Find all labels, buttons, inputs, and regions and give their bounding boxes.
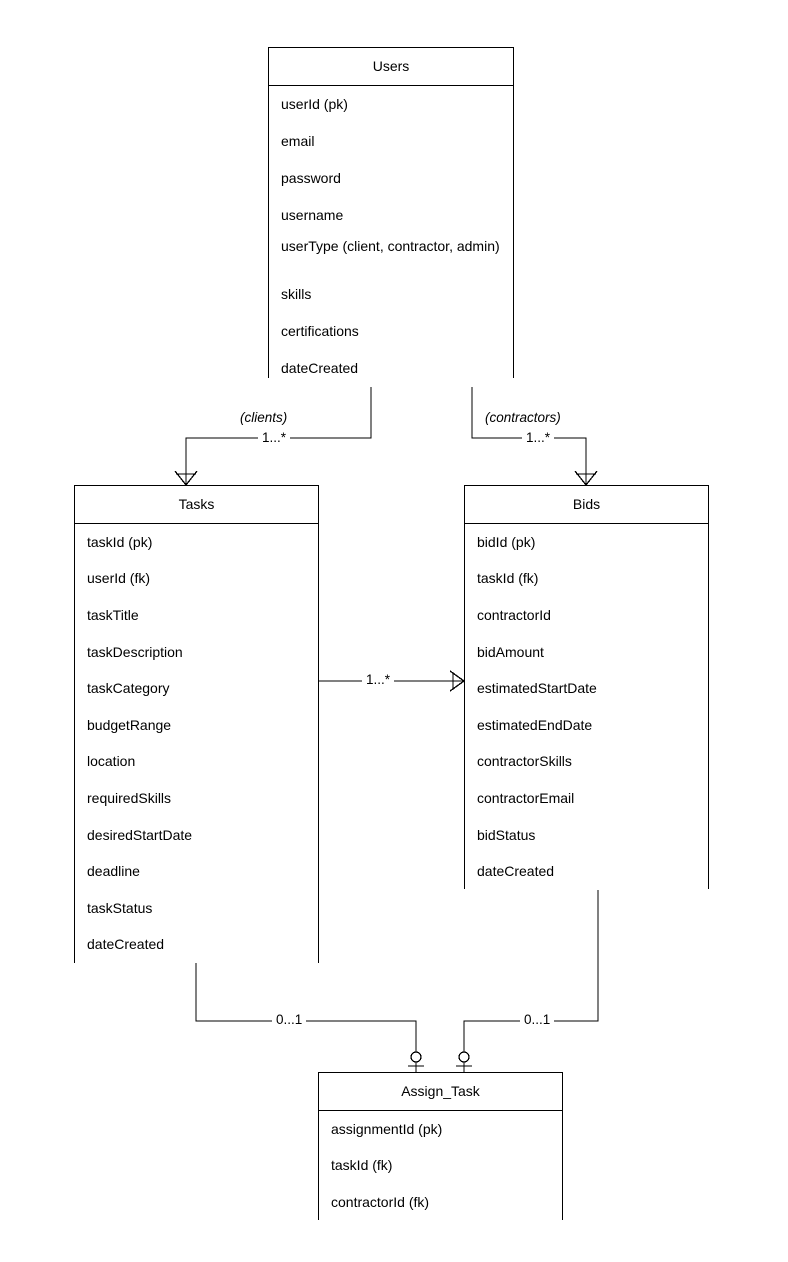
attribute-row: taskId (pk) bbox=[87, 533, 153, 550]
attribute-row: contractorSkills bbox=[477, 753, 572, 770]
attribute-row: password bbox=[281, 170, 341, 186]
relationship-cardinality-users-tasks: 1...* bbox=[258, 430, 291, 445]
attribute-row: bidId (pk) bbox=[477, 533, 536, 550]
zero-or-one-marker-tasks bbox=[408, 1051, 424, 1067]
attribute-row: taskTitle bbox=[87, 606, 139, 623]
relationship-cardinality-tasks-assign-task: 0...1 bbox=[272, 1012, 307, 1027]
attribute-row: certifications bbox=[281, 323, 359, 339]
attribute-row: userId (pk) bbox=[281, 96, 348, 112]
entity-users-title: Users bbox=[269, 48, 513, 86]
attribute-row: location bbox=[87, 753, 136, 770]
crowsfoot-bids-left bbox=[449, 670, 465, 692]
attribute-row: email bbox=[281, 133, 315, 149]
entity-users[interactable]: Users userId (pk) email password usernam… bbox=[268, 47, 514, 387]
connector-bids-assign-task bbox=[463, 889, 599, 1072]
entity-tasks-attributes: taskId (pk) userId (fk) taskTitle taskDe… bbox=[75, 524, 318, 964]
attribute-row: budgetRange bbox=[87, 716, 172, 733]
attribute-row: dateCreated bbox=[281, 360, 359, 376]
relationship-role-label-contractors: (contractors) bbox=[481, 410, 565, 425]
attribute-row: userId (fk) bbox=[87, 570, 151, 587]
relationship-cardinality-tasks-bids: 1...* bbox=[362, 672, 395, 687]
attribute-row: skills bbox=[281, 286, 312, 302]
attribute-row: desiredStartDate bbox=[87, 826, 193, 843]
entity-assign-task[interactable]: Assign_Task assignmentId (pk) taskId (fk… bbox=[318, 1072, 563, 1221]
attribute-row: username bbox=[281, 207, 344, 223]
crowsfoot-tasks bbox=[174, 470, 198, 486]
entity-bids[interactable]: Bids bidId (pk) taskId (fk) contractorId… bbox=[464, 485, 709, 890]
attribute-row: taskStatus bbox=[87, 899, 153, 916]
relationship-role-label-clients: (clients) bbox=[236, 410, 292, 425]
entity-tasks-title: Tasks bbox=[75, 486, 318, 524]
relationship-cardinality-users-bids: 1...* bbox=[522, 430, 555, 445]
attribute-row: bidStatus bbox=[477, 826, 536, 843]
attribute-row: taskCategory bbox=[87, 680, 170, 697]
crowsfoot-bids-top bbox=[574, 470, 598, 486]
zero-or-one-marker-bids bbox=[456, 1051, 472, 1067]
entity-bids-title: Bids bbox=[465, 486, 708, 524]
attribute-row: dateCreated bbox=[87, 936, 165, 953]
attribute-row: requiredSkills bbox=[87, 789, 172, 806]
attribute-row: taskId (fk) bbox=[477, 570, 539, 587]
entity-tasks[interactable]: Tasks taskId (pk) userId (fk) taskTitle … bbox=[74, 485, 319, 964]
entity-users-attributes: userId (pk) email password username user… bbox=[269, 86, 513, 387]
attribute-row: contractorId bbox=[477, 606, 551, 623]
attribute-row: deadline bbox=[87, 863, 140, 880]
entity-assign-task-title: Assign_Task bbox=[319, 1073, 562, 1111]
entity-bids-attributes: bidId (pk) taskId (fk) contractorId bidA… bbox=[465, 524, 708, 890]
attribute-row: userType (client, contractor, admin) bbox=[281, 238, 500, 254]
entity-assign-task-attributes: assignmentId (pk) taskId (fk) contractor… bbox=[319, 1111, 562, 1221]
attribute-row: dateCreated bbox=[477, 863, 555, 880]
attribute-row: estimatedEndDate bbox=[477, 716, 593, 733]
attribute-row: assignmentId (pk) bbox=[331, 1120, 443, 1137]
attribute-row: contractorId (fk) bbox=[331, 1193, 430, 1210]
attribute-row: contractorEmail bbox=[477, 789, 575, 806]
attribute-row: bidAmount bbox=[477, 643, 544, 660]
relationship-cardinality-bids-assign-task: 0...1 bbox=[520, 1012, 555, 1027]
attribute-row: taskDescription bbox=[87, 643, 183, 660]
attribute-row: estimatedStartDate bbox=[477, 680, 597, 697]
attribute-row: taskId (fk) bbox=[331, 1157, 393, 1174]
